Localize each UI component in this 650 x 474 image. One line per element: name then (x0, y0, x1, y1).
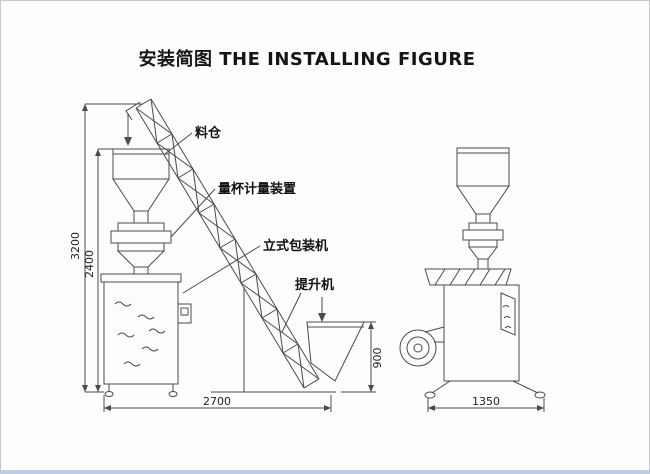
dim-front-width: 2700 (103, 395, 332, 412)
elevator-intake-hopper (306, 321, 365, 382)
page-title: 安装简图 THE INSTALLING FIGURE (138, 49, 476, 70)
side-view: 1350 (399, 147, 546, 412)
side-measuring-device (462, 222, 504, 270)
callouts: 料仓 量杯计量装置 立式包装机 提升机 (164, 125, 334, 333)
flow-arrow-into-intake (318, 297, 326, 322)
front-hopper (112, 148, 170, 224)
measuring-device (110, 222, 172, 275)
packing-machine-cabinet (100, 273, 192, 397)
dim-intake-height: 900 (341, 321, 384, 393)
film-roll (399, 326, 445, 367)
packing-machine-callout-label: 立式包装机 (263, 238, 328, 254)
vibratory-pan (424, 268, 512, 286)
dim-front-width-label: 2700 (203, 395, 231, 408)
measuring-device-callout-label: 量杯计量装置 (218, 181, 296, 197)
dim-side-width: 1350 (427, 395, 545, 412)
front-view: 3200 2400 900 (69, 98, 384, 412)
elevator-conveyor (125, 98, 336, 393)
dim-machine-height: 2400 (83, 148, 113, 392)
dim-overall-height-label: 3200 (69, 232, 82, 260)
dim-side-width-label: 1350 (472, 395, 500, 408)
side-legs (424, 380, 546, 399)
dim-overall-height: 3200 (69, 103, 143, 393)
side-hopper (456, 147, 510, 224)
elevator-callout-label: 提升机 (295, 277, 334, 293)
side-cabinet (443, 284, 520, 382)
dim-machine-height-label: 2400 (83, 250, 96, 278)
hopper-callout-label: 料仓 (195, 125, 222, 141)
dim-intake-height-label: 900 (371, 348, 384, 369)
flow-arrow-into-hopper (124, 113, 132, 146)
